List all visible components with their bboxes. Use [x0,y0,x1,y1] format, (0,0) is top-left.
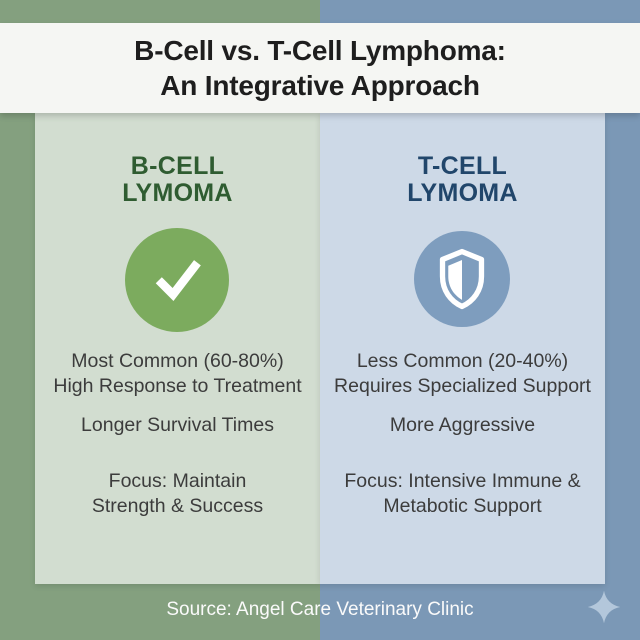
t-cell-facts-group2: More Aggressive [320,413,605,438]
b-cell-facts-group1: Most Common (60-80%) High Response to Tr… [35,349,320,399]
t-cell-facts-group1: Less Common (20-40%) Requires Specialize… [320,349,605,399]
fact-line: High Response to Treatment [53,375,302,397]
page-title-line1: B-Cell vs. T-Cell Lymphoma: [134,35,506,66]
b-cell-facts-group2: Longer Survival Times [35,413,320,438]
fact-line: Focus: Maintain [108,470,247,492]
t-cell-heading-line1: T-CELL [417,152,508,180]
shield-icon [414,231,510,327]
b-cell-panel: B-CELL LYMOMA Most Common (60-80%) High … [35,113,320,584]
footer-source-text: Source: Angel Care Veterinary Clinic [166,599,474,620]
fact-line: Focus: Intensive Immune & [344,470,581,492]
t-cell-facts-group3: Focus: Intensive Immune & Metabotic Supp… [320,469,605,519]
b-cell-heading: B-CELL LYMOMA [35,153,320,207]
b-cell-heading-line1: B-CELL [130,152,225,180]
page-title-line2: An Integrative Approach [160,70,480,101]
sparkle-icon [587,590,621,624]
header-band: B-Cell vs. T-Cell Lymphoma: An Integrati… [0,23,640,113]
fact-line: Longer Survival Times [81,414,274,436]
checkmark-icon [125,228,229,332]
b-cell-heading-line2: LYMOMA [122,179,233,207]
fact-line: Most Common (60-80%) [71,350,284,372]
b-cell-facts-group3: Focus: Maintain Strength & Success [35,469,320,519]
t-cell-panel: T-CELL LYMOMA Less Common (20-40%) Requi… [320,113,605,584]
t-cell-heading-line2: LYMOMA [407,179,518,207]
fact-line: Metabotic Support [383,495,542,517]
fact-line: More Aggressive [389,414,536,436]
fact-line: Less Common (20-40%) [356,350,569,372]
fact-line: Requires Specialized Support [334,375,591,397]
fact-line: Strength & Success [91,495,264,517]
t-cell-heading: T-CELL LYMOMA [320,153,605,207]
